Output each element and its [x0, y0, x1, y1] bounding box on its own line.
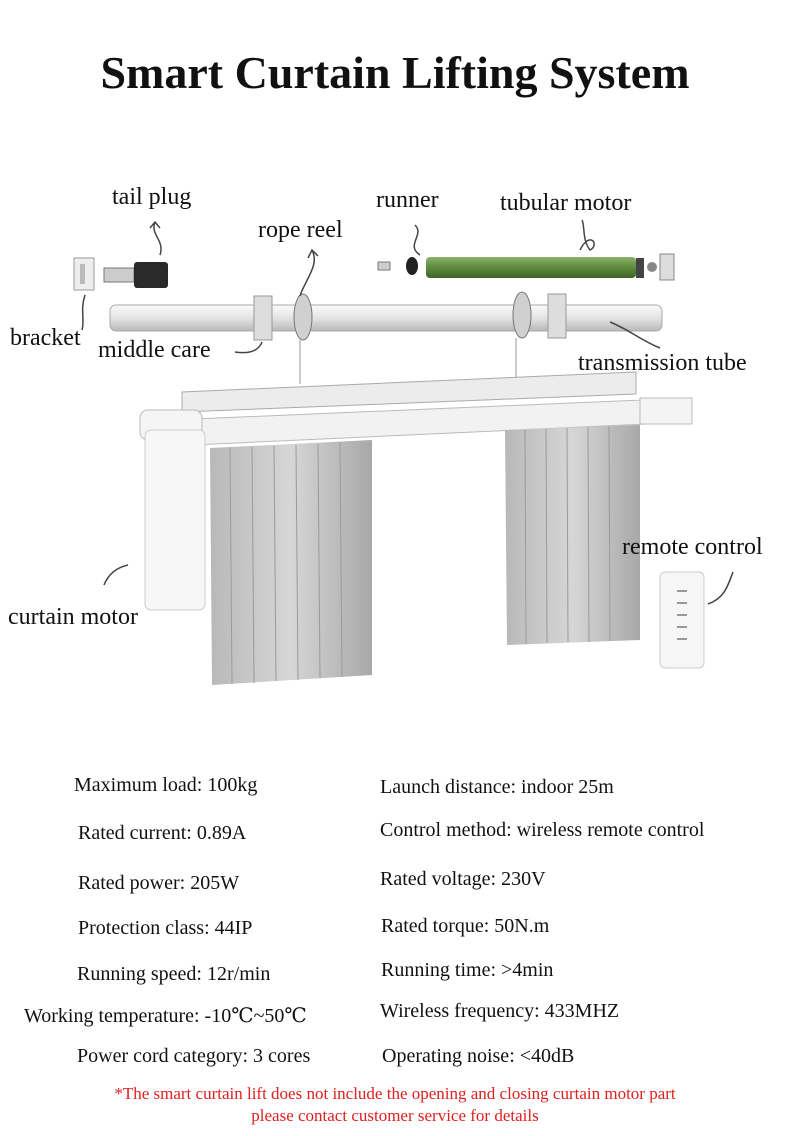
page-title: Smart Curtain Lifting System: [100, 47, 690, 98]
spec-left: Working temperature: -10℃~50℃: [24, 1005, 307, 1027]
curtain-left: [210, 440, 372, 685]
curtain-motor: [139, 409, 206, 611]
aluminum-bar: [181, 371, 637, 413]
disclaimer-line-2: please contact customer service for deta…: [251, 1106, 539, 1125]
label-remote-control: remote control: [622, 534, 763, 560]
spec-left: Rated current: 0.89A: [78, 822, 247, 844]
curtain-right: [505, 425, 640, 645]
spec-right: Running time: >4min: [381, 959, 554, 981]
transmission-tube: [109, 291, 663, 384]
spec-left: Running speed: 12r/min: [77, 963, 271, 985]
label-middle-care: middle care: [98, 337, 211, 363]
spec-left: Protection class: 44IP: [78, 917, 253, 939]
label-tail-plug: tail plug: [112, 184, 192, 210]
bracket-left: [73, 257, 95, 291]
label-curtain-motor: curtain motor: [8, 604, 138, 630]
label-rope-reel: rope reel: [258, 217, 343, 243]
label-bracket: bracket: [10, 325, 81, 351]
tail-plug: [103, 262, 168, 288]
spec-right: Launch distance: indoor 25m: [380, 776, 614, 798]
spec-right: Wireless frequency: 433MHZ: [380, 1000, 620, 1022]
spec-left: Maximum load: 100kg: [74, 774, 258, 796]
spec-right: Rated voltage: 230V: [380, 868, 546, 890]
disclaimer-line-1: *The smart curtain lift does not include…: [114, 1084, 676, 1103]
callout-arrows: [81, 219, 734, 605]
spec-right: Rated torque: 50N.m: [381, 915, 550, 937]
label-runner: runner: [376, 187, 439, 213]
spec-right: Control method: wireless remote control: [380, 819, 705, 841]
tubular-motor: [377, 253, 675, 281]
label-tubular-motor: tubular motor: [500, 190, 632, 216]
remote-control: [659, 571, 705, 669]
spec-left: Rated power: 205W: [78, 872, 240, 894]
label-transmission-tube: transmission tube: [578, 350, 747, 376]
spec-right: Operating noise: <40dB: [382, 1045, 575, 1067]
product-illustration: [73, 219, 734, 685]
spec-left: Power cord category: 3 cores: [77, 1045, 311, 1067]
